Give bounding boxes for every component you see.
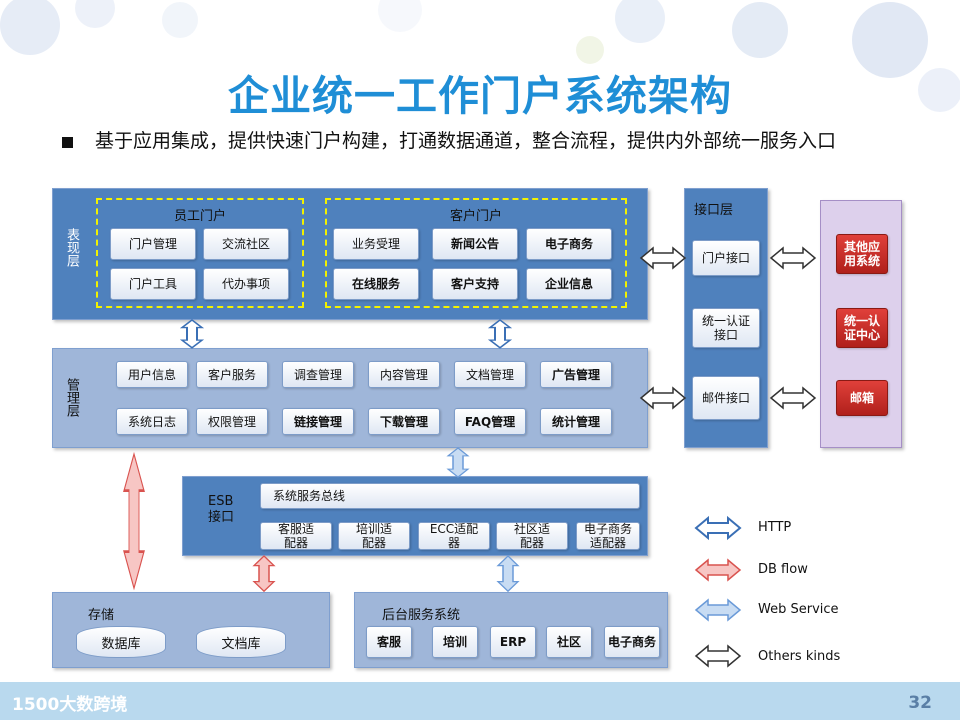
news-box: 新闻公告 [432, 228, 518, 260]
customer-portal-group [325, 198, 627, 308]
http-arrow-right [489, 319, 511, 349]
training-adapter-box: 培训适配器 [338, 522, 410, 550]
ecc-adapter-box: ECC适配器 [418, 522, 490, 550]
system-log-box: 系统日志 [116, 408, 188, 435]
database-cylinder: 数据库 [76, 626, 166, 658]
interface-layer-title: 接口层 [694, 203, 734, 218]
download-mgmt-box: 下载管理 [368, 408, 440, 435]
mail-interface-box: 邮件接口 [692, 376, 760, 420]
backend-title: 后台服务系统 [382, 608, 461, 623]
page-number: 32 [908, 693, 932, 713]
link-mgmt-box: 链接管理 [282, 408, 354, 435]
management-layer-label: 管理层 [64, 378, 79, 417]
portal-interface-box: 门户接口 [692, 240, 760, 276]
http-arrow-left [181, 319, 203, 349]
backend-erp-box: ERP [490, 626, 536, 658]
ecommerce-box: 电子商务 [526, 228, 612, 260]
others-arrow-external-2 [770, 387, 816, 409]
todo-box: 代办事项 [203, 268, 289, 300]
backend-training-box: 培训 [432, 626, 478, 658]
document-store-cylinder: 文档库 [196, 626, 286, 658]
legend-http-icon [695, 517, 741, 539]
bullet-text: 基于应用集成，提供快速门户构建，打通数据通道，整合流程，提供内外部统一服务入口 [95, 130, 837, 152]
business-accept-box: 业务受理 [333, 228, 419, 260]
legend-others-label: Others kinds [758, 649, 841, 664]
decorative-flowers [0, 0, 960, 112]
db-flow-arrow-long [122, 452, 146, 590]
mailbox-box: 邮箱 [836, 380, 888, 416]
legend-web-service-icon [695, 599, 741, 621]
service-bus-box: 系统服务总线 [260, 483, 640, 509]
staff-portal-title: 员工门户 [173, 209, 226, 224]
backend-community-box: 社区 [546, 626, 592, 658]
other-apps-box: 其他应用系统 [836, 234, 888, 274]
ad-mgmt-box: 广告管理 [540, 361, 612, 388]
legend-http-label: HTTP [758, 520, 792, 535]
web-service-arrow-top [447, 447, 469, 478]
legend-db-flow-label: DB flow [758, 562, 808, 577]
web-service-arrow-bottom [497, 555, 519, 592]
online-service-box: 在线服务 [333, 268, 419, 300]
ecommerce-adapter-box: 电子商务适配器 [576, 522, 640, 550]
content-mgmt-box: 内容管理 [368, 361, 440, 388]
customer-support-box: 客户支持 [432, 268, 518, 300]
storage-title: 存储 [88, 608, 115, 623]
others-arrow-portal [640, 247, 686, 269]
legend-web-service-label: Web Service [758, 602, 839, 617]
legend-others-icon [695, 645, 741, 667]
stats-mgmt-box: 统计管理 [540, 408, 612, 435]
page-title: 企业统一工作门户系统架构 [228, 72, 732, 120]
footer-bar [0, 682, 960, 720]
faq-mgmt-box: FAQ管理 [454, 408, 526, 435]
others-arrow-mail [640, 387, 686, 409]
bullet-marker [62, 137, 73, 148]
portal-management-box: 门户管理 [110, 228, 196, 260]
presentation-layer-label: 表现层 [64, 228, 79, 267]
enterprise-info-box: 企业信息 [526, 268, 612, 300]
survey-mgmt-box: 调查管理 [282, 361, 354, 388]
auth-center-box: 统一认证中心 [836, 308, 888, 348]
portal-tools-box: 门户工具 [110, 268, 196, 300]
customer-portal-title: 客户门户 [449, 209, 502, 224]
community-adapter-box: 社区适配器 [496, 522, 568, 550]
user-info-box: 用户信息 [116, 361, 188, 388]
db-flow-arrow-short [253, 555, 275, 592]
cs-adapter-box: 客服适配器 [260, 522, 332, 550]
staff-portal-group [96, 198, 304, 308]
legend-db-flow-icon [695, 559, 741, 581]
document-mgmt-box: 文档管理 [454, 361, 526, 388]
backend-cs-box: 客服 [366, 626, 412, 658]
permission-mgmt-box: 权限管理 [196, 408, 268, 435]
backend-ecommerce-box: 电子商务 [604, 626, 660, 658]
unified-auth-interface-box: 统一认证接口 [692, 308, 760, 348]
brand-logo: 1500大数跨境 [12, 695, 128, 715]
community-box: 交流社区 [203, 228, 289, 260]
esb-label: ESB接口 [208, 494, 235, 525]
others-arrow-external-1 [770, 247, 816, 269]
customer-service-box: 客户服务 [196, 361, 268, 388]
